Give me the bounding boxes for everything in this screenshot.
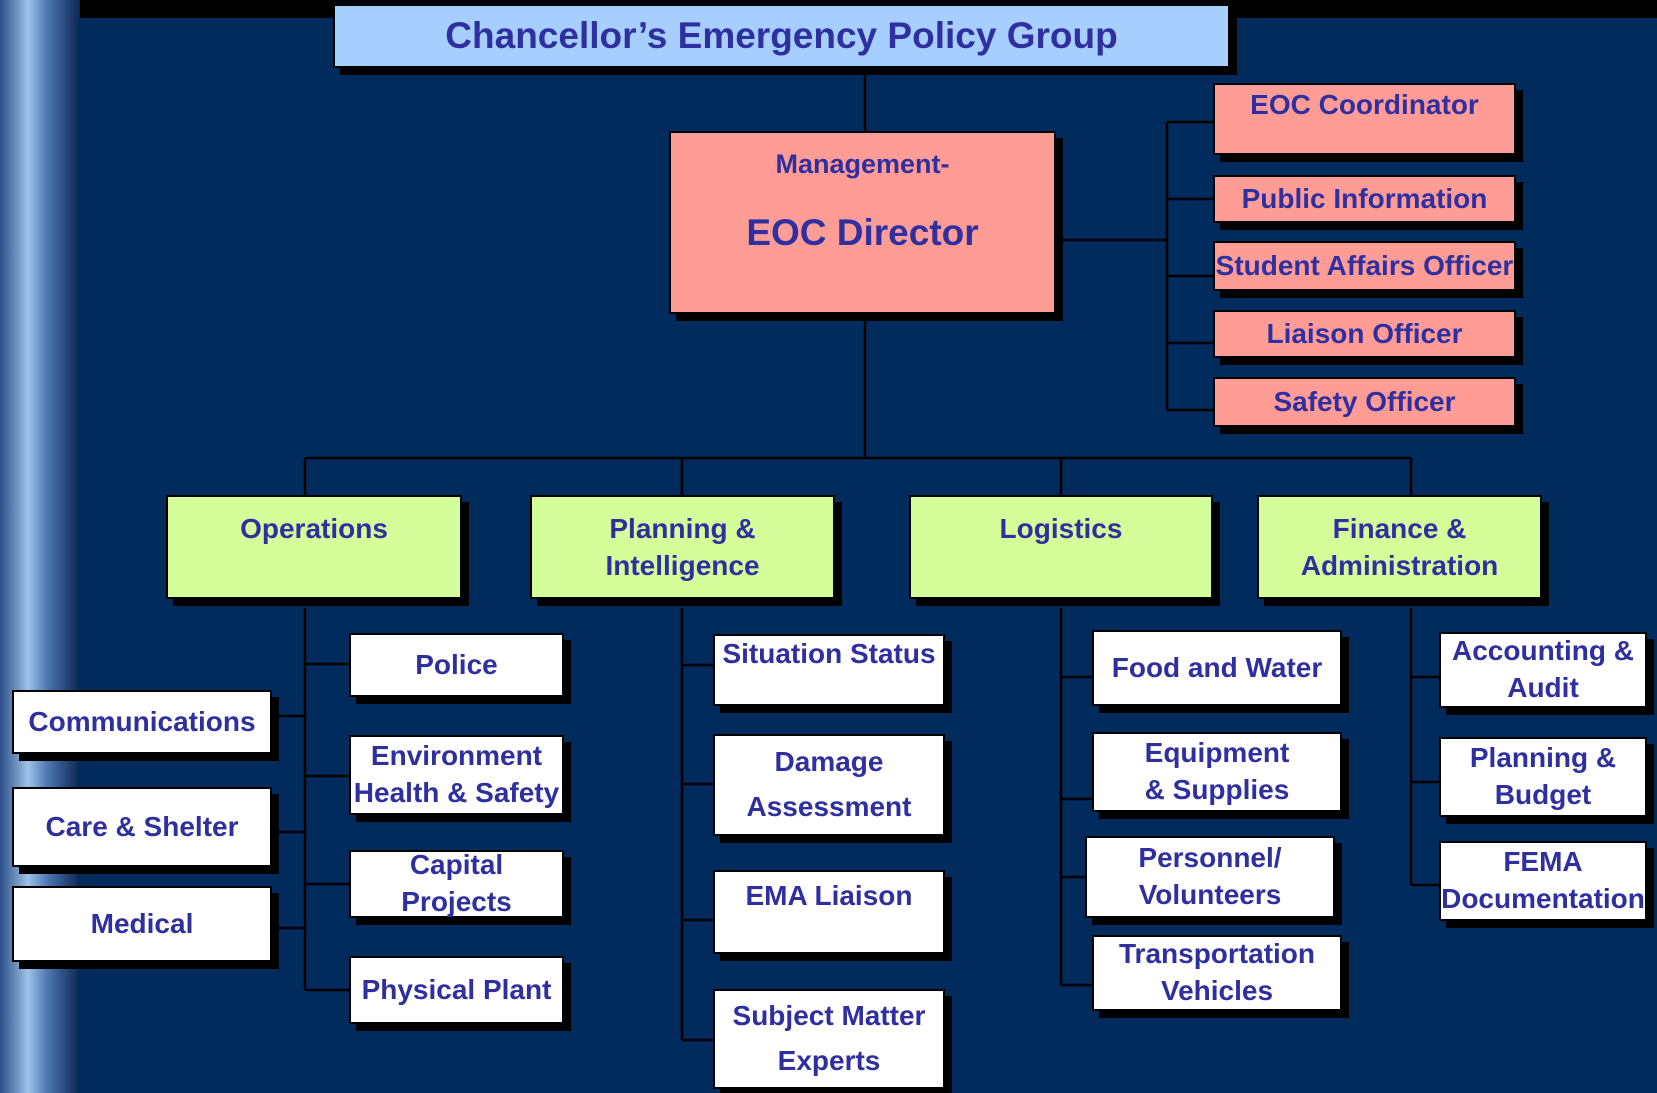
staff-safety-officer: Safety Officer bbox=[1213, 377, 1516, 427]
unit-label-line2: Volunteers bbox=[1138, 879, 1282, 910]
unit-label: Capital Projects bbox=[401, 849, 512, 917]
unit-personnel-volunteers: Personnel/ Volunteers bbox=[1085, 836, 1335, 918]
eoc-director-title: EOC Director bbox=[746, 211, 979, 253]
section-operations: Operations bbox=[166, 495, 462, 599]
unit-label-line2: Health & Safety bbox=[353, 777, 560, 808]
staff-student-affairs-officer: Student Affairs Officer bbox=[1213, 241, 1516, 291]
unit-label-line2: Assessment bbox=[746, 791, 912, 822]
unit-damage-assessment: Damage Assessment bbox=[713, 734, 945, 836]
staff-liaison-officer: Liaison Officer bbox=[1213, 310, 1516, 358]
unit-planning-budget: Planning & Budget bbox=[1439, 737, 1647, 817]
unit-ema-liaison: EMA Liaison bbox=[713, 870, 945, 954]
unit-label-line1: Environment bbox=[370, 740, 543, 772]
section-label-line1: Finance & bbox=[1332, 513, 1467, 544]
section-label: Operations bbox=[240, 513, 388, 544]
unit-physical-plant: Physical Plant bbox=[349, 956, 564, 1024]
unit-label-line2: Experts bbox=[777, 1045, 881, 1076]
unit-label-line1: FEMA bbox=[1503, 846, 1583, 878]
unit-label-line1: Planning & bbox=[1469, 742, 1617, 774]
unit-label-line1: Subject Matter bbox=[732, 1000, 926, 1032]
staff-label: Public Information bbox=[1241, 182, 1488, 214]
policy-group-box: Chancellor’s Emergency Policy Group bbox=[333, 4, 1230, 68]
section-label: Logistics bbox=[999, 513, 1123, 544]
staff-eoc-coordinator: EOC Coordinator bbox=[1213, 83, 1516, 155]
unit-label-line2: Audit bbox=[1507, 672, 1579, 703]
unit-care-shelter: Care & Shelter bbox=[12, 787, 272, 867]
management-label: Management- bbox=[775, 149, 950, 179]
section-finance-administration: Finance & Administration bbox=[1257, 495, 1542, 599]
unit-food-and-water: Food and Water bbox=[1092, 630, 1342, 706]
unit-communications: Communications bbox=[12, 690, 272, 754]
unit-label-line2: & Supplies bbox=[1144, 774, 1290, 805]
staff-public-information: Public Information bbox=[1213, 175, 1516, 223]
unit-label: Police bbox=[415, 648, 498, 680]
staff-label: Student Affairs Officer bbox=[1215, 249, 1514, 281]
unit-transportation-vehicles: Transportation Vehicles bbox=[1092, 935, 1342, 1011]
unit-label-line1: Personnel/ bbox=[1138, 842, 1282, 874]
staff-label: EOC Coordinator bbox=[1250, 89, 1479, 120]
policy-group-title: Chancellor’s Emergency Policy Group bbox=[445, 14, 1118, 56]
staff-label: Liaison Officer bbox=[1266, 317, 1463, 349]
eoc-director-box: Management- EOC Director bbox=[669, 131, 1056, 314]
unit-accounting-audit: Accounting & Audit bbox=[1439, 632, 1647, 708]
unit-equipment-supplies: Equipment & Supplies bbox=[1092, 732, 1342, 812]
unit-label-line1: Damage bbox=[774, 746, 884, 778]
unit-label-line1: Accounting & bbox=[1452, 635, 1634, 667]
unit-capital-projects: Capital Projects bbox=[349, 849, 564, 918]
unit-label-line2: Budget bbox=[1494, 779, 1592, 810]
section-planning-intelligence: Planning & Intelligence bbox=[530, 495, 835, 599]
unit-situation-status: Situation Status bbox=[713, 634, 945, 706]
unit-label: Food and Water bbox=[1111, 651, 1323, 683]
section-logistics: Logistics bbox=[909, 495, 1213, 599]
section-label-line2: Administration bbox=[1300, 549, 1499, 581]
unit-label: Communications bbox=[28, 705, 256, 737]
section-label: Planning & Intelligence bbox=[605, 513, 760, 581]
unit-label-line2: Documentation bbox=[1441, 883, 1645, 914]
unit-label-line2: Vehicles bbox=[1160, 975, 1274, 1006]
unit-label: Medical bbox=[90, 907, 194, 939]
staff-label: Safety Officer bbox=[1273, 385, 1456, 417]
unit-medical: Medical bbox=[12, 886, 272, 962]
unit-label: Physical Plant bbox=[361, 973, 552, 1005]
unit-police: Police bbox=[349, 633, 564, 697]
unit-subject-matter-experts: Subject Matter Experts bbox=[713, 989, 945, 1089]
unit-label: EMA Liaison bbox=[745, 880, 913, 911]
unit-label-line1: Transportation bbox=[1118, 938, 1315, 970]
unit-label-line1: Equipment bbox=[1144, 737, 1290, 769]
unit-fema-documentation: FEMA Documentation bbox=[1439, 841, 1647, 921]
unit-label: Care & Shelter bbox=[45, 810, 239, 842]
unit-label: Situation Status bbox=[722, 638, 936, 669]
unit-environment-health-safety: Environment Health & Safety bbox=[349, 735, 564, 815]
